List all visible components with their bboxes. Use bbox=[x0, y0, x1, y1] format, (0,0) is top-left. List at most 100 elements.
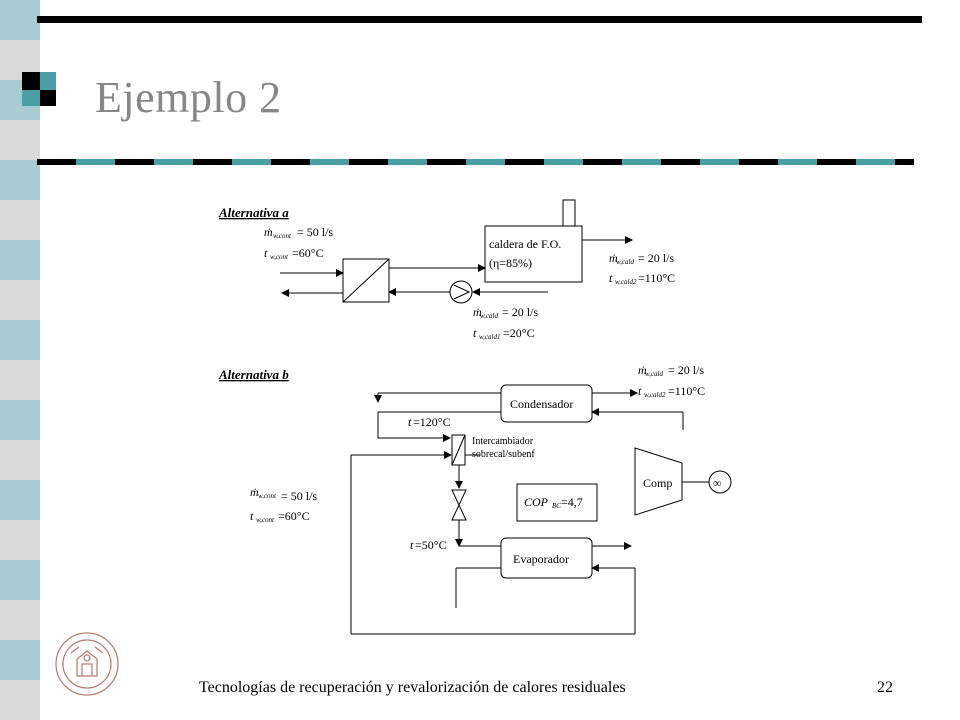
temp-in-b-symbol: t bbox=[250, 509, 254, 523]
boiler-box bbox=[484, 225, 583, 283]
exchanger-label-1: Intercambiador bbox=[472, 436, 534, 447]
temp-out-b-sub: w,cald2 bbox=[644, 391, 666, 399]
sidebar-square bbox=[0, 160, 40, 200]
sidebar-square bbox=[0, 400, 40, 440]
flow-out-b-symbol: ṁ bbox=[638, 363, 647, 377]
title-rule-segment bbox=[583, 159, 622, 165]
boiler-label-2: (η=85%) bbox=[489, 256, 532, 270]
t-evap-symbol: t bbox=[410, 538, 414, 552]
compressor-icon bbox=[634, 447, 683, 516]
temp-hot-in-symbol: t bbox=[264, 246, 268, 260]
cop-value: =4,7 bbox=[561, 495, 583, 509]
title-rule bbox=[37, 159, 914, 165]
t-cond: =120°C bbox=[413, 415, 451, 429]
title-rule-segment bbox=[37, 159, 76, 165]
t-evap: =50°C bbox=[415, 538, 447, 552]
title-rule-segment bbox=[661, 159, 700, 165]
motor-icon bbox=[708, 470, 732, 494]
temp-return: =20°C bbox=[503, 326, 535, 340]
temp-hot-in: =60°C bbox=[292, 246, 324, 260]
title-rule-segment bbox=[388, 159, 427, 165]
cop-box bbox=[516, 483, 598, 522]
university-seal bbox=[55, 632, 119, 696]
cop-symbol: COP bbox=[524, 495, 549, 509]
flow-hot-in-symbol: ṁ bbox=[264, 225, 273, 239]
condenser-label: Condensador bbox=[510, 397, 573, 411]
sidebar-square bbox=[0, 640, 40, 680]
temp-out-b-symbol: t bbox=[638, 384, 642, 398]
sidebar-square bbox=[0, 200, 40, 240]
chimney bbox=[562, 199, 576, 227]
motor-symbol: ∞ bbox=[713, 476, 722, 490]
flow-return: = 20 l/s bbox=[502, 305, 538, 319]
temp-in-b-sub: w,cont bbox=[256, 516, 275, 524]
sidebar-square bbox=[0, 280, 40, 320]
sidebar-square bbox=[0, 120, 40, 160]
flow-hot-in-sub: w,cont bbox=[273, 232, 292, 240]
title-rule-segment bbox=[271, 159, 310, 165]
flow-out-a-symbol: ṁ bbox=[609, 251, 618, 265]
title-rule-segment bbox=[505, 159, 544, 165]
title-rule-segment bbox=[622, 159, 661, 165]
top-rule bbox=[37, 16, 922, 23]
footer-text: Tecnologías de recuperación y revaloriza… bbox=[199, 679, 626, 696]
title-rule-segment bbox=[115, 159, 154, 165]
temp-out-a-symbol: t bbox=[609, 271, 613, 285]
page-number: 22 bbox=[877, 679, 893, 696]
title-rule-segment bbox=[76, 159, 115, 165]
title-rule-segment bbox=[193, 159, 232, 165]
compressor-label: Comp bbox=[643, 476, 672, 490]
expansion-valve-icon bbox=[451, 489, 467, 521]
sidebar-square bbox=[0, 520, 40, 560]
title-rule-segment bbox=[544, 159, 583, 165]
title-rule-segment bbox=[817, 159, 856, 165]
sidebar-square bbox=[0, 480, 40, 520]
flow-in-b-symbol: ṁ bbox=[250, 485, 259, 499]
t-cond-symbol: t bbox=[408, 415, 412, 429]
evaporator-box bbox=[500, 537, 593, 579]
exchanger-label-2: sobrecal/subenf bbox=[472, 449, 535, 460]
flow-return-symbol: ṁ bbox=[473, 305, 482, 319]
temp-return-symbol: t bbox=[473, 326, 477, 340]
title-rule-segment bbox=[895, 159, 914, 165]
alt-b-heading: Alternativa b bbox=[218, 367, 289, 382]
title-rule-segment bbox=[739, 159, 778, 165]
flow-in-b-sub: w,cont bbox=[258, 492, 277, 500]
title-rule-segment bbox=[427, 159, 466, 165]
alt-a-heading: Alternativa a bbox=[218, 205, 289, 220]
flow-out-a: = 20 l/s bbox=[638, 251, 674, 265]
sidebar-square bbox=[0, 440, 40, 480]
title-rule-segment bbox=[154, 159, 193, 165]
flow-out-a-sub: w,cald bbox=[616, 258, 634, 266]
cop-sub: BC bbox=[552, 502, 561, 510]
temp-out-a-sub: w,cald2 bbox=[615, 278, 637, 286]
sidebar-square bbox=[0, 240, 40, 280]
condenser-box bbox=[500, 384, 593, 423]
title-rule-segment bbox=[778, 159, 817, 165]
sidebar-square bbox=[0, 320, 40, 360]
flow-return-sub: w,cald bbox=[480, 312, 498, 320]
temp-return-sub: w,cald1 bbox=[479, 333, 500, 341]
boiler-label-1: caldera de F.O. bbox=[489, 237, 561, 251]
flow-hot-in: = 50 l/s bbox=[297, 225, 333, 239]
title-rule-segment bbox=[466, 159, 505, 165]
sidebar-square bbox=[0, 600, 40, 640]
sidebar-square bbox=[0, 360, 40, 400]
sidebar-strip bbox=[0, 0, 40, 720]
title-rule-segment bbox=[700, 159, 739, 165]
sidebar-square bbox=[0, 680, 40, 720]
page-title: Ejemplo 2 bbox=[95, 73, 282, 122]
temp-hot-in-sub: w,cont bbox=[270, 253, 289, 261]
flow-out-b-sub: w,cald bbox=[645, 370, 663, 378]
evaporator-label: Evaporador bbox=[513, 552, 569, 566]
title-rule-segment bbox=[349, 159, 388, 165]
heat-exchanger-icon bbox=[342, 258, 390, 303]
title-rule-segment bbox=[310, 159, 349, 165]
temp-in-b: =60°C bbox=[278, 509, 310, 523]
title-rule-segment bbox=[856, 159, 895, 165]
flow-out-b: = 20 l/s bbox=[668, 363, 704, 377]
temp-out-b: =110°C bbox=[668, 384, 705, 398]
flow-in-b: = 50 l/s bbox=[281, 489, 317, 503]
sidebar-square bbox=[0, 560, 40, 600]
title-rule-segment bbox=[232, 159, 271, 165]
